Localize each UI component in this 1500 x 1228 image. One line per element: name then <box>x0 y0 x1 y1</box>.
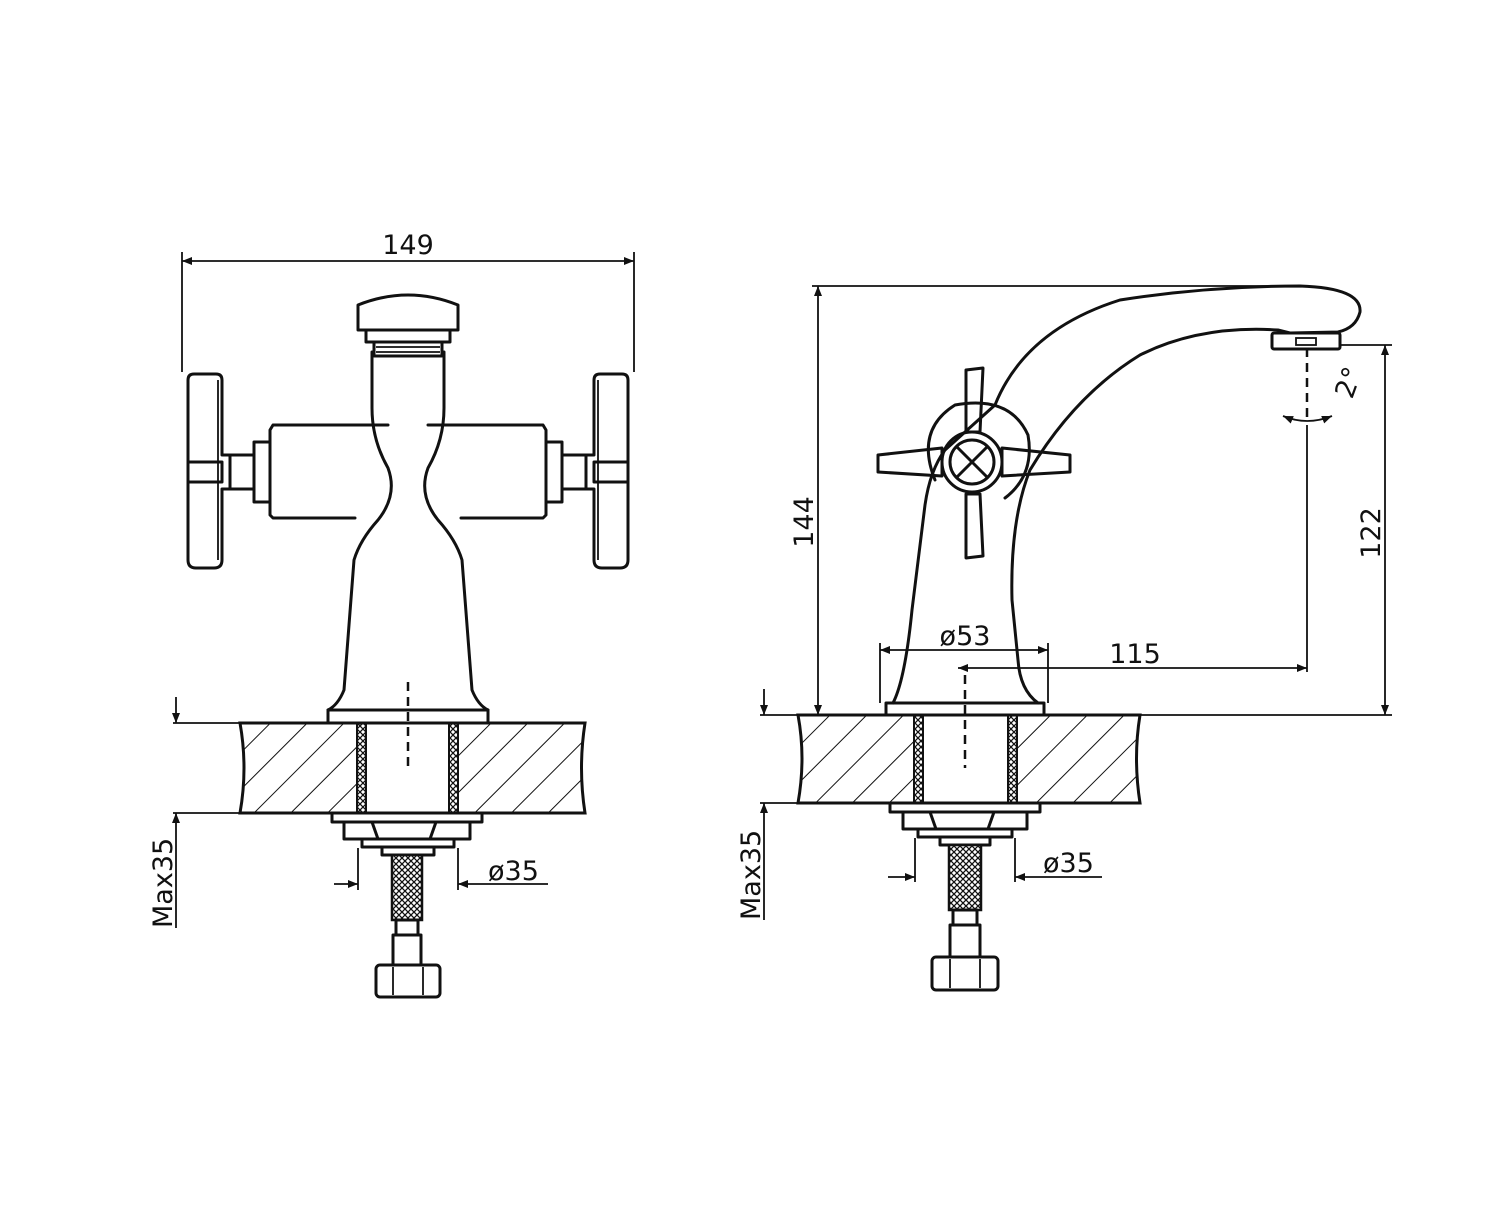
front-faucet-body <box>186 293 630 770</box>
dimension-width: 149 <box>181 230 635 372</box>
base-diameter-label: ø53 <box>940 621 991 652</box>
dimension-total-height: 144 <box>789 285 1300 715</box>
dimension-shank-front: ø35 <box>334 848 548 890</box>
total-height-label: 144 <box>789 496 820 548</box>
spray-angle-label: 2° <box>1329 363 1369 402</box>
dimension-deck-side: Max35 <box>736 689 768 920</box>
deck-thickness-side-label: Max35 <box>736 830 767 920</box>
spout-reach-label: 115 <box>1109 639 1161 670</box>
dimension-spout-reach: 115 <box>958 425 1308 672</box>
shank-diameter-side-label: ø35 <box>1043 848 1094 879</box>
side-view: 2° 144 122 <box>736 284 1392 992</box>
side-deck-section <box>760 713 1392 805</box>
front-deck-section <box>173 721 587 815</box>
shank-diameter-front-label: ø35 <box>488 856 539 887</box>
side-mounting-hardware <box>888 801 1042 992</box>
dimension-deck-front: Max35 <box>148 697 180 928</box>
width-label: 149 <box>382 230 434 261</box>
front-view: 149 Max35 ø35 <box>148 230 635 999</box>
dimension-shank-side: ø35 <box>888 838 1102 882</box>
dimension-base-diameter: ø53 <box>879 621 1049 703</box>
spout-height-label: 122 <box>1356 507 1387 559</box>
side-faucet-body: 2° <box>876 284 1369 768</box>
dimension-spout-height: 122 <box>1340 344 1392 715</box>
deck-thickness-front-label: Max35 <box>148 838 179 928</box>
front-mounting-hardware <box>330 811 484 999</box>
